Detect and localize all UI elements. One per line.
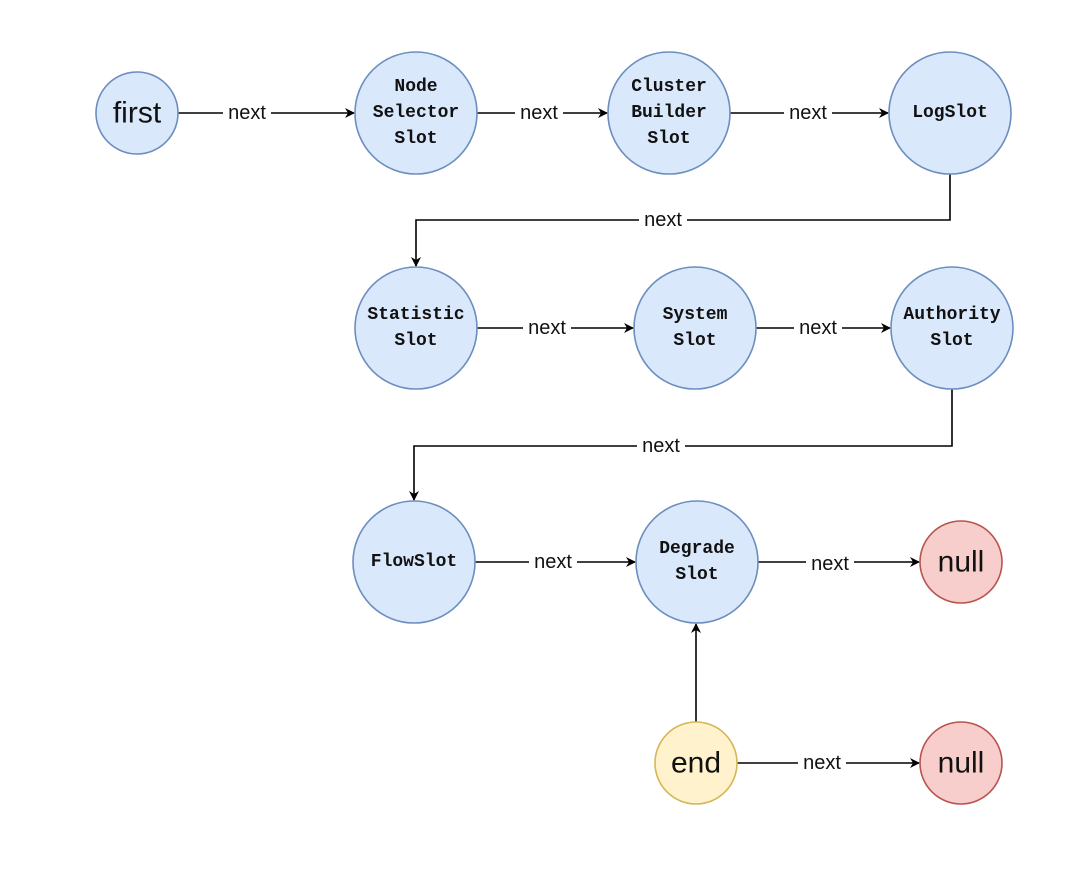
node-circle	[95, 71, 179, 155]
edge-label-background	[637, 435, 685, 457]
node-label: Slot	[675, 565, 718, 585]
node-label: Selector	[373, 103, 459, 123]
edge-system-slot-to-authority-slot: next	[756, 317, 891, 339]
node-circle	[354, 266, 478, 390]
edge-label-background	[784, 102, 832, 124]
node-label: Slot	[930, 331, 973, 351]
node-label: Slot	[673, 331, 716, 351]
edge-degrade-slot-to-null-1: next	[758, 553, 920, 575]
node-label: Slot	[647, 129, 690, 149]
node-label: null	[938, 747, 985, 780]
node-label: FlowSlot	[371, 552, 457, 572]
node-circle	[607, 51, 731, 175]
node-label: Authority	[903, 305, 1000, 325]
edge-label: next	[789, 102, 827, 124]
edge-cluster-builder-slot-to-log-slot: next	[730, 102, 889, 124]
node-label: first	[113, 97, 162, 130]
edge-label: next	[811, 553, 849, 575]
node-circle	[635, 500, 759, 624]
edge-label: next	[799, 317, 837, 339]
nodes-layer: firstNodeSelectorSlotClusterBuilderSlotL…	[95, 51, 1014, 805]
node-circle	[354, 51, 478, 175]
edge-label: next	[644, 209, 682, 231]
edge-first-to-node-selector-slot: next	[178, 102, 355, 124]
edge-label-background	[223, 102, 271, 124]
edge-label-background	[798, 752, 846, 774]
edge-label: next	[228, 102, 266, 124]
edge-label-background	[806, 553, 854, 575]
node-label: System	[663, 305, 728, 325]
edge-end-to-null-2: next	[737, 752, 920, 774]
node-label: Slot	[394, 331, 437, 351]
node-first: first	[95, 71, 179, 155]
edge-log-slot-to-statistic-slot: next	[411, 174, 951, 267]
node-circle	[352, 500, 476, 624]
edge-label-background	[523, 317, 571, 339]
edge-label: next	[520, 102, 558, 124]
edge-flow-slot-to-degrade-slot: next	[475, 551, 636, 573]
node-end: end	[654, 721, 738, 805]
node-label: Slot	[394, 129, 437, 149]
edge-authority-slot-to-flow-slot: next	[409, 389, 953, 501]
edge-label-background	[794, 317, 842, 339]
edge-label: next	[642, 435, 680, 457]
edge-label-background	[529, 551, 577, 573]
node-label: Cluster	[631, 77, 707, 97]
node-flow-slot: FlowSlot	[352, 500, 476, 624]
edge-statistic-slot-to-system-slot: next	[477, 317, 634, 339]
node-label: LogSlot	[912, 103, 988, 123]
node-label: Statistic	[367, 305, 464, 325]
edge-label-background	[515, 102, 563, 124]
node-log-slot: LogSlot	[888, 51, 1012, 175]
node-circle	[919, 520, 1003, 604]
node-null-2: null	[919, 721, 1003, 805]
edge-label: next	[803, 752, 841, 774]
node-label: null	[938, 546, 985, 579]
edge-label: next	[534, 551, 572, 573]
node-label: end	[671, 747, 721, 780]
node-label: Degrade	[659, 539, 735, 559]
edge-label: next	[528, 317, 566, 339]
edge-node-selector-slot-to-cluster-builder-slot: next	[477, 102, 608, 124]
node-circle	[633, 266, 757, 390]
edge-label-background	[639, 209, 687, 231]
node-circle	[654, 721, 738, 805]
node-circle	[888, 51, 1012, 175]
node-label: Node	[394, 77, 437, 97]
node-circle	[919, 721, 1003, 805]
node-label: Builder	[631, 103, 707, 123]
edges-layer: next next next next next next next next next next	[178, 102, 953, 774]
node-null-1: null	[919, 520, 1003, 604]
node-circle	[890, 266, 1014, 390]
